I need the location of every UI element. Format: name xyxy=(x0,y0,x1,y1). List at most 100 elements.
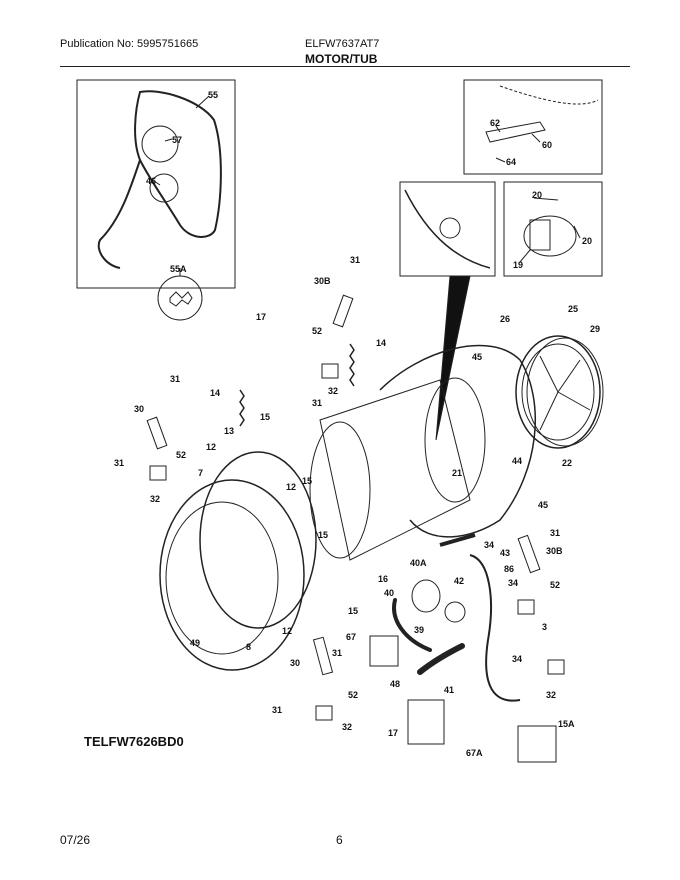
callout-30-a: 30 xyxy=(134,404,144,414)
tub-cross-section xyxy=(404,189,491,269)
hose-39 xyxy=(392,598,432,652)
callout-34-c: 34 xyxy=(512,654,522,664)
page-title: MOTOR/TUB xyxy=(305,52,378,66)
inset-heater-frame xyxy=(463,79,603,175)
callout-46: 46 xyxy=(146,176,156,186)
door-opening xyxy=(165,501,279,655)
callout-45-a: 45 xyxy=(472,352,482,362)
spring-14-right xyxy=(349,343,355,387)
callout-44: 44 xyxy=(512,456,522,466)
callout-13: 13 xyxy=(224,426,234,436)
callout-29: 29 xyxy=(590,324,600,334)
drum-back xyxy=(424,377,486,503)
callout-55: 55 xyxy=(208,90,218,100)
bracket-3 xyxy=(517,599,535,615)
callout-52-a: 52 xyxy=(312,326,322,336)
tub-front-half xyxy=(199,451,317,629)
callout-31-e: 31 xyxy=(550,528,560,538)
callout-34-b: 34 xyxy=(508,578,518,588)
hose-34 xyxy=(439,533,476,547)
callout-41: 41 xyxy=(444,685,454,695)
callout-8: 8 xyxy=(246,642,251,652)
callout-32-b: 32 xyxy=(150,494,160,504)
callout-32-c: 32 xyxy=(546,690,556,700)
drive-belt xyxy=(526,337,604,447)
leader-lines-motor xyxy=(519,197,581,263)
callout-31-a: 31 xyxy=(350,255,360,265)
header-rule xyxy=(60,66,630,67)
callout-60: 60 xyxy=(542,140,552,150)
callout-67: 67 xyxy=(346,632,356,642)
callout-43: 43 xyxy=(500,548,510,558)
detail-circle-57 xyxy=(141,125,179,163)
model-number: ELFW7637AT7 xyxy=(305,38,380,50)
spring-14-left xyxy=(239,389,245,427)
sensor-detail xyxy=(439,217,461,239)
callout-57: 57 xyxy=(172,135,182,145)
drain-pump-17 xyxy=(407,699,445,745)
leader-lines-inset xyxy=(153,95,210,276)
callout-17-b: 17 xyxy=(388,728,398,738)
callout-30b-top: 30B xyxy=(314,276,331,286)
callout-31-c: 31 xyxy=(170,374,180,384)
gasket-drain-tube xyxy=(97,159,141,269)
bracket-32-bottom xyxy=(315,705,333,721)
callout-86: 86 xyxy=(504,564,514,574)
callout-40: 40 xyxy=(384,588,394,598)
callout-31-f: 31 xyxy=(332,648,342,658)
callout-7: 7 xyxy=(198,468,203,478)
callout-12-a: 12 xyxy=(206,442,216,452)
shock-absorber-30-left xyxy=(146,416,168,450)
callout-62: 62 xyxy=(490,118,500,128)
bracket-32-top xyxy=(321,363,339,379)
callout-64: 64 xyxy=(506,157,516,167)
detail-circle-55a xyxy=(157,275,203,321)
callout-67a: 67A xyxy=(466,748,483,758)
callout-15-d: 15 xyxy=(348,606,358,616)
callout-30-c: 30 xyxy=(290,658,300,668)
publication-number: Publication No: 5995751665 xyxy=(60,38,199,50)
leader-lines-heater xyxy=(495,125,541,163)
rear-tub-half xyxy=(379,344,536,538)
callout-19: 19 xyxy=(513,260,523,270)
seal-42 xyxy=(444,601,466,623)
callout-12-b: 12 xyxy=(286,482,296,492)
callout-30b-right: 30B xyxy=(546,546,563,556)
heater-element xyxy=(485,121,546,143)
callout-22: 22 xyxy=(562,458,572,468)
callout-20-right: 20 xyxy=(582,236,592,246)
hose-41 xyxy=(417,643,465,675)
callout-31-b: 31 xyxy=(312,398,322,408)
front-tub-ring xyxy=(159,479,305,671)
callout-49: 49 xyxy=(190,638,200,648)
tub-outline-sketch xyxy=(499,85,599,105)
shock-absorber-30b-top xyxy=(332,294,354,328)
inset-motor-frame xyxy=(503,181,603,277)
footer-date: 07/26 xyxy=(60,833,91,847)
callout-42: 42 xyxy=(454,576,464,586)
callout-21: 21 xyxy=(452,468,462,478)
callout-39: 39 xyxy=(414,625,424,635)
inset-gasket-frame xyxy=(76,79,236,289)
callout-12-c: 12 xyxy=(282,626,292,636)
callout-32-d: 32 xyxy=(342,722,352,732)
callout-17: 17 xyxy=(256,312,266,322)
callout-14-a: 14 xyxy=(376,338,386,348)
callout-14-b: 14 xyxy=(210,388,220,398)
filter-40a xyxy=(411,579,441,613)
callout-15a: 15A xyxy=(558,719,575,729)
drum-front-lip xyxy=(309,421,371,559)
detail-circle-46 xyxy=(149,173,179,203)
motor-inset-mount xyxy=(529,219,551,251)
callout-16: 16 xyxy=(378,574,388,584)
callout-25: 25 xyxy=(568,304,578,314)
callout-26: 26 xyxy=(500,314,510,324)
door-gasket-hose xyxy=(134,90,222,238)
star-clip-icon xyxy=(169,291,193,307)
shock-absorber-30-bottom xyxy=(312,636,334,676)
callout-40a: 40A xyxy=(410,558,427,568)
callout-15-b: 15 xyxy=(302,476,312,486)
drive-pulley xyxy=(515,335,601,449)
callout-48: 48 xyxy=(390,679,400,689)
pump-67 xyxy=(369,635,399,667)
